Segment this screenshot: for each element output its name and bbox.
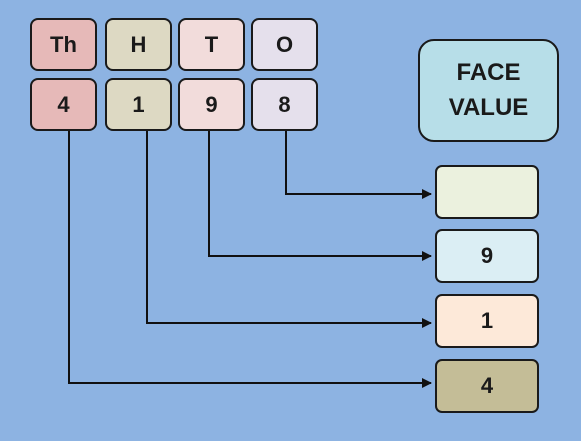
arrow-hundreds bbox=[146, 131, 432, 328]
digit-tens: 9 bbox=[178, 78, 245, 131]
answer-box-thousands[interactable]: 4 bbox=[435, 359, 539, 413]
answer-box-ones[interactable] bbox=[435, 165, 539, 219]
digit-hundreds: 1 bbox=[105, 78, 172, 131]
header-tens: T bbox=[178, 18, 245, 71]
face-value-title-line2: VALUE bbox=[448, 93, 529, 121]
digit-thousands: 4 bbox=[30, 78, 97, 131]
answer-box-tens[interactable]: 9 bbox=[435, 229, 539, 283]
digit-ones: 8 bbox=[251, 78, 318, 131]
header-thousands: Th bbox=[30, 18, 97, 71]
face-value-title-line1: FACE bbox=[456, 58, 521, 86]
face-value-title: FACE VALUE bbox=[418, 39, 559, 142]
answer-box-hundreds[interactable]: 1 bbox=[435, 294, 539, 348]
arrow-thousands bbox=[68, 131, 432, 388]
header-hundreds: H bbox=[105, 18, 172, 71]
arrow-tens bbox=[208, 131, 432, 261]
arrow-ones bbox=[285, 131, 432, 199]
header-ones: O bbox=[251, 18, 318, 71]
